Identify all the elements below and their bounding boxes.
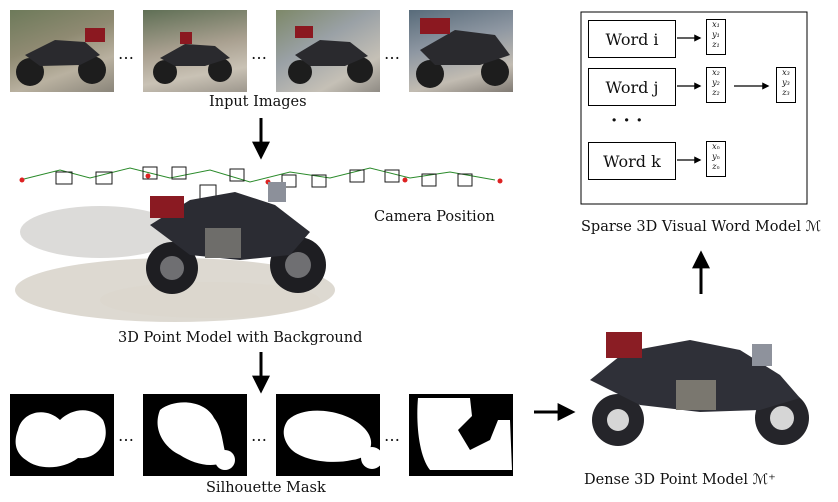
vector-y: y₃	[782, 78, 790, 87]
sparse-model-frame	[580, 11, 808, 205]
ellipsis: …	[384, 44, 401, 63]
ellipsis: …	[118, 44, 135, 63]
vector-y: yₙ	[712, 152, 720, 161]
sparse-model-label: Sparse 3D Visual Word Model ℳ	[581, 219, 822, 235]
vector-x: x₂	[712, 68, 720, 77]
camera-position-label: Camera Position	[374, 209, 495, 225]
vector-z: z₁	[712, 40, 720, 49]
silhouette-shapes	[15, 398, 512, 470]
vector-z: z₂	[712, 88, 720, 97]
motorcycle-thumbnail-4	[416, 18, 510, 88]
motorcycle-point-model	[146, 182, 326, 294]
dense-motorcycle-model	[590, 332, 809, 446]
vector-y: y₁	[712, 30, 720, 39]
silhouette-mask-label: Silhouette Mask	[206, 480, 326, 496]
word-label: Word k	[603, 151, 661, 171]
ellipsis: …	[251, 44, 268, 63]
motorcycle-thumbnail-3	[288, 26, 373, 84]
coordinate-vector: x₃ y₃ z₃	[776, 67, 796, 103]
vector-x: x₃	[782, 68, 790, 77]
ellipsis: …	[118, 426, 135, 445]
vertical-ellipsis: · · ·	[611, 110, 643, 131]
vector-x: x₁	[712, 20, 720, 29]
motorcycle-thumbnail-1	[16, 28, 106, 86]
vector-y: y₂	[712, 78, 720, 87]
word-label: Word i	[605, 29, 659, 49]
vector-z: z₃	[782, 88, 790, 97]
vector-x: xₙ	[712, 142, 720, 151]
word-box-i: Word i	[588, 20, 676, 58]
vector-z: zₙ	[712, 162, 720, 171]
word-box-j: Word j	[588, 68, 676, 106]
word-label: Word j	[605, 77, 659, 97]
word-box-k: Word k	[588, 142, 676, 180]
coordinate-vector: xₙ yₙ zₙ	[706, 141, 726, 177]
point-model-background-label: 3D Point Model with Background	[118, 330, 363, 346]
coordinate-vector: x₂ y₂ z₂	[706, 67, 726, 103]
input-images-label: Input Images	[209, 94, 307, 110]
ellipsis: …	[251, 426, 268, 445]
camera-frusta	[19, 166, 503, 200]
ellipsis: …	[384, 426, 401, 445]
motorcycle-thumbnail-2	[153, 32, 232, 84]
dense-model-label: Dense 3D Point Model ℳ⁺	[584, 472, 776, 488]
coordinate-vector: x₁ y₁ z₁	[706, 19, 726, 55]
